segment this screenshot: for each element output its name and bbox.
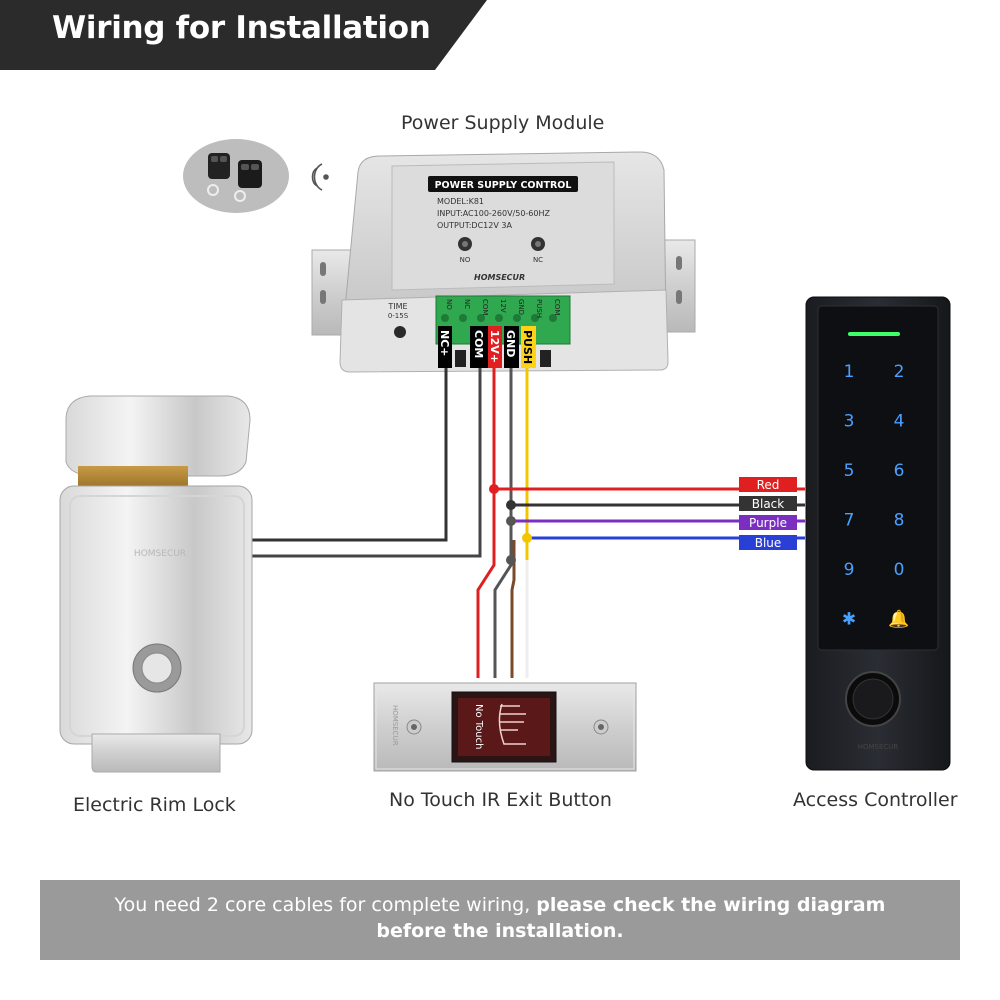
psu-led-no: NO [460, 256, 471, 264]
keypad-key[interactable]: 9 [844, 560, 855, 580]
hand-icon [498, 703, 526, 745]
keypad-key[interactable]: 2 [894, 362, 905, 382]
tag-nc: NC+ [438, 330, 451, 357]
psu-panel-title: POWER SUPPLY CONTROL [435, 180, 572, 191]
exit-button-text: No Touch [473, 704, 484, 749]
power-supply-module: POWER SUPPLY CONTROL MODEL:K81 INPUT:AC1… [311, 151, 696, 373]
status-led [848, 332, 900, 336]
label-power-supply: Power Supply Module [401, 112, 605, 134]
terminal-label: 12V [499, 299, 507, 313]
terminal-label: COM [553, 299, 561, 315]
header-banner: Wiring for Installation [0, 0, 1000, 70]
keypad-key[interactable]: ✱ [842, 610, 856, 630]
psu-title-plate [428, 176, 578, 192]
wire-label-purple: Purple [749, 516, 787, 530]
terminal-label: PUSH [535, 299, 543, 318]
keypad-key[interactable]: 5 [844, 461, 855, 481]
keypad-key[interactable]: 4 [894, 412, 905, 432]
electric-rim-lock: HOMSECUR [59, 395, 253, 773]
label-rim-lock: Electric Rim Lock [73, 794, 236, 816]
keypad-keys: 1 2 3 4 5 6 7 8 9 0 ✱ 🔔 [842, 362, 910, 630]
exit-button-brand: HOMSECUR [391, 705, 399, 746]
keypad-key[interactable]: 6 [894, 461, 905, 481]
label-access-controller: Access Controller [793, 789, 958, 811]
keypad-key[interactable]: 0 [894, 560, 905, 580]
notice-text: You need 2 core cables for complete wiri… [40, 892, 960, 944]
wireless-icon [311, 163, 329, 191]
notice-bold-2: before the installation. [376, 920, 624, 942]
label-exit-button: No Touch IR Exit Button [389, 789, 612, 811]
keypad-key[interactable]: 1 [844, 362, 855, 382]
keypad-key[interactable]: 🔔 [888, 610, 909, 630]
psu-led-nc: NC [533, 256, 543, 264]
psu-model: MODEL:K81 [437, 197, 484, 206]
tag-com: COM [472, 330, 485, 358]
notice-normal: You need 2 core cables for complete wiri… [114, 894, 537, 916]
terminal-label: COM [481, 299, 489, 315]
tag-gnd: GND [504, 330, 517, 357]
terminal-label: NC [463, 299, 471, 309]
wires [252, 368, 805, 678]
psu-time-label: TIME [387, 302, 407, 311]
wire-label-black: Black [752, 497, 785, 511]
wire-label-red: Red [757, 478, 780, 492]
tag-push: PUSH [521, 330, 534, 364]
access-controller: 1 2 3 4 5 6 7 8 9 0 ✱ 🔔 HOMSECUR [805, 296, 951, 771]
tag-12v: 12V+ [488, 330, 501, 363]
psu-input: INPUT:AC100-260V/50-60HZ [437, 209, 551, 218]
notice-bar: You need 2 core cables for complete wiri… [40, 880, 960, 960]
keypad-key[interactable]: 7 [844, 511, 855, 531]
terminal-screws [441, 314, 557, 322]
rim-lock-brand: HOMSECUR [134, 549, 186, 559]
no-touch-exit-button: HOMSECUR No Touch [373, 682, 637, 772]
wire-label-blue: Blue [755, 536, 782, 550]
time-knob-icon [394, 326, 406, 338]
page-title: Wiring for Installation [52, 10, 431, 46]
notice-bold-1: please check the wiring diagram [536, 894, 886, 916]
psu-output: OUTPUT:DC12V 3A [437, 221, 512, 230]
psu-time-range: 0-15S [388, 312, 409, 320]
wire-labels: Red Black Purple Blue [739, 477, 797, 550]
keypad-key[interactable]: 8 [894, 511, 905, 531]
remote-controls [183, 139, 289, 213]
keypad-key[interactable]: 3 [844, 412, 855, 432]
psu-brand: HOMSECUR [474, 273, 525, 282]
terminal-label: GND [517, 299, 525, 315]
terminal-label: NO [445, 299, 453, 310]
header-shape [0, 0, 487, 70]
controller-brand: HOMSECUR [858, 743, 899, 751]
